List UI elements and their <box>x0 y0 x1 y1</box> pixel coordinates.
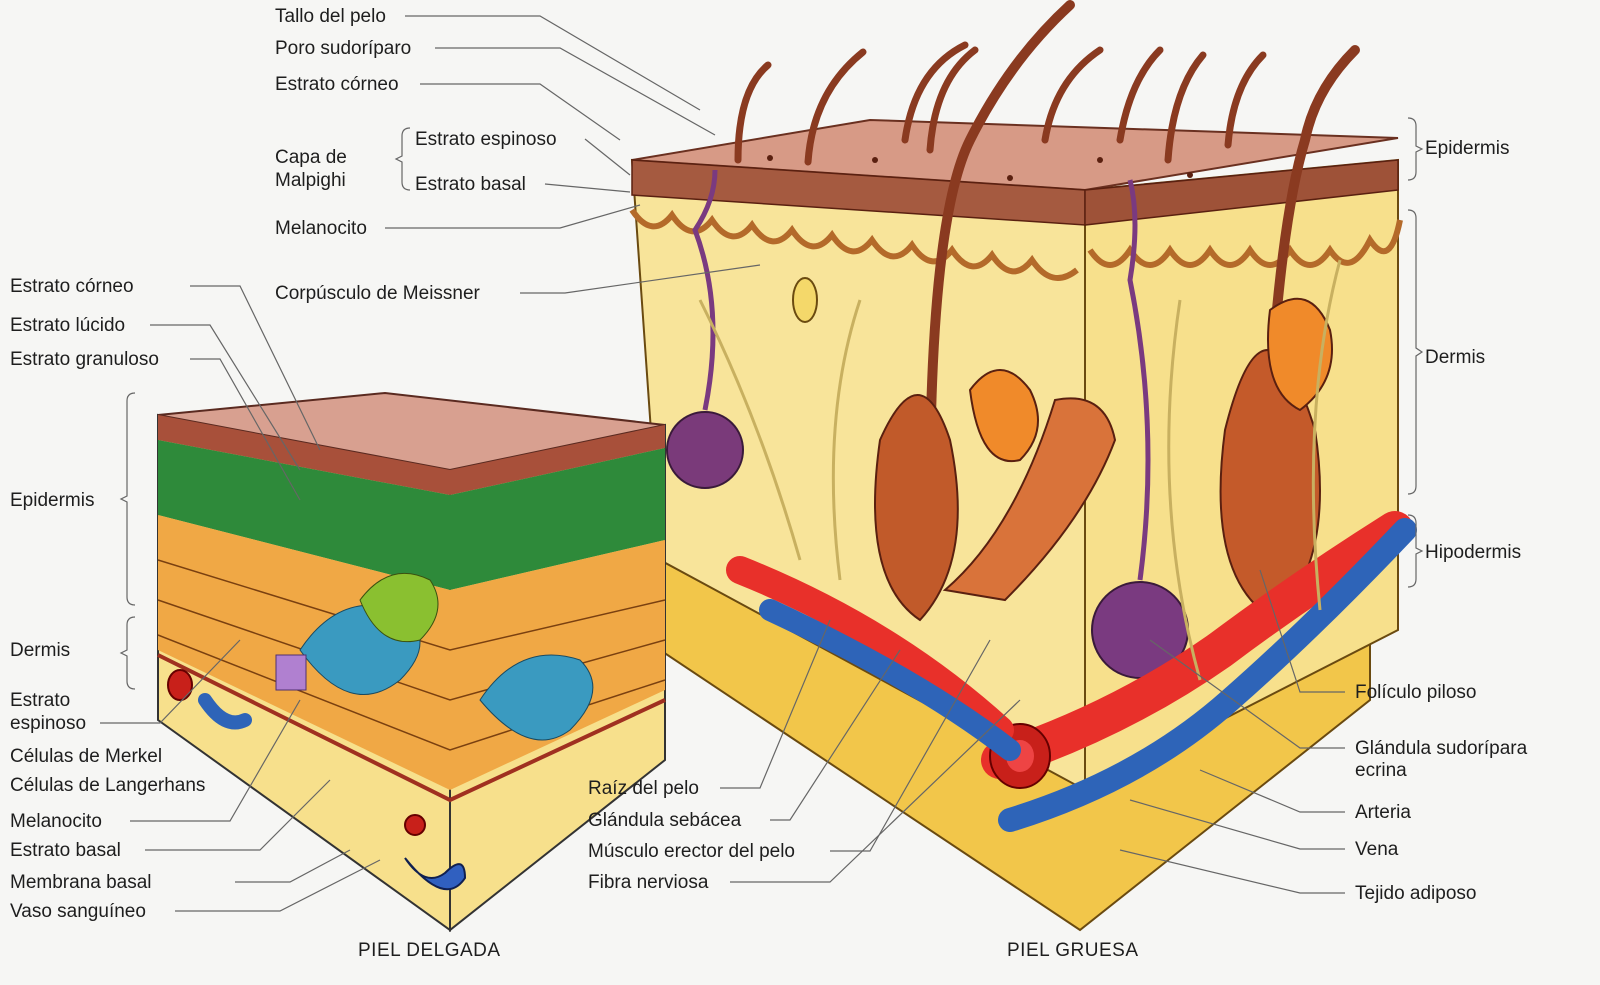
label-membrana-basal: Membrana basal <box>10 872 152 893</box>
label-estrato-lucido: Estrato lúcido <box>10 315 126 336</box>
label-estrato: Estrato <box>10 690 71 711</box>
label-corpusculo-meissner: Corpúsculo de Meissner <box>275 283 480 304</box>
label-melanocito-thin: Melanocito <box>10 811 102 832</box>
label-glandula-sebacea: Glándula sebácea <box>588 810 742 831</box>
label-musculo-erector: Músculo erector del pelo <box>588 841 795 862</box>
label-malpighi: Malpighi <box>275 170 346 191</box>
caption-piel-gruesa: PIEL GRUESA <box>1007 940 1139 961</box>
label-foliculo-piloso: Folículo piloso <box>1355 682 1477 703</box>
label-raiz-del-pelo: Raíz del pelo <box>588 778 699 799</box>
label-estrato-espinoso-top: Estrato espinoso <box>415 129 557 150</box>
label-dermis-thick: Dermis <box>1425 347 1486 368</box>
label-vaso-sanguineo: Vaso sanguíneo <box>10 901 146 922</box>
label-capa-de: Capa de <box>275 147 347 168</box>
label-hipodermis: Hipodermis <box>1425 542 1522 563</box>
label-dermis-thin: Dermis <box>10 640 71 661</box>
label-ecrina: ecrina <box>1355 760 1407 781</box>
caption-piel-delgada: PIEL DELGADA <box>358 940 501 961</box>
label-poro-sudoriparo: Poro sudoríparo <box>275 38 412 59</box>
label-estrato-corneo: Estrato córneo <box>10 276 134 297</box>
label-tallo-del-pelo: Tallo del pelo <box>275 6 386 27</box>
label-arteria: Arteria <box>1355 802 1411 823</box>
label-epidermis-thick: Epidermis <box>1425 138 1510 159</box>
label-celulas-merkel: Células de Merkel <box>10 746 163 767</box>
label-glandula-sudoripara: Glándula sudorípara <box>1355 738 1528 759</box>
label-estrato-basal-top: Estrato basal <box>415 174 526 195</box>
leader-lines <box>100 15 1424 912</box>
label-celulas-langerhans: Células de Langerhans <box>10 775 206 796</box>
label-espinoso: espinoso <box>10 713 87 734</box>
label-epidermis-thin: Epidermis <box>10 490 95 511</box>
thin-skin-block <box>157 391 666 933</box>
thick-skin-block <box>629 0 1417 932</box>
label-melanocito-top: Melanocito <box>275 218 367 239</box>
label-vena: Vena <box>1355 839 1399 860</box>
label-estrato-corneo-top: Estrato córneo <box>275 74 399 95</box>
label-fibra-nerviosa: Fibra nerviosa <box>588 872 709 893</box>
label-estrato-basal-thin: Estrato basal <box>10 840 121 861</box>
label-estrato-granuloso: Estrato granuloso <box>10 349 159 370</box>
label-tejido-adiposo: Tejido adiposo <box>1355 883 1477 904</box>
